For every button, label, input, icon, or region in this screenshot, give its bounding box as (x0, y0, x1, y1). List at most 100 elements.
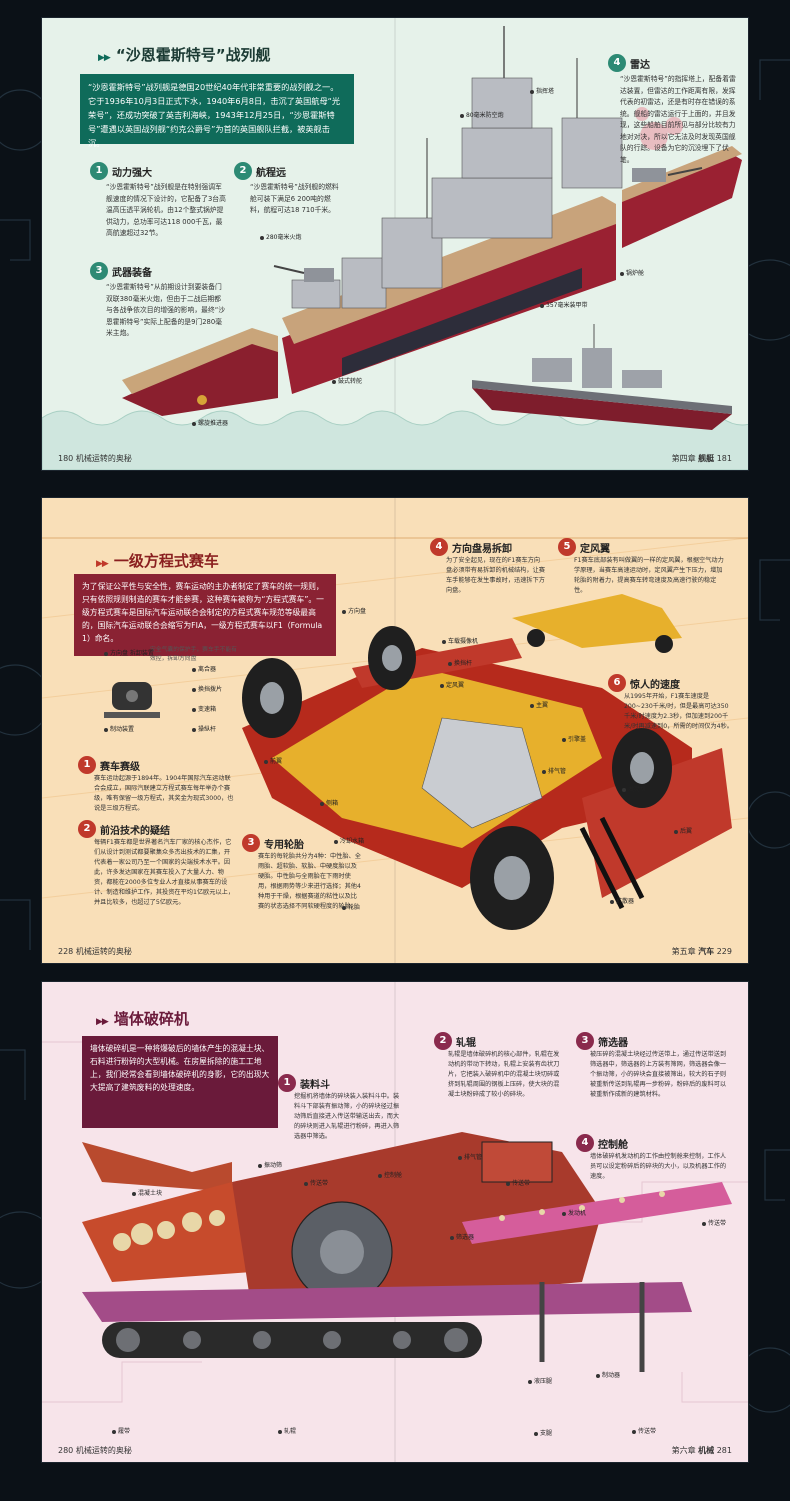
page-title: ▶▶一级方程式赛车 (96, 552, 219, 570)
callout-label: 排气管 (458, 1152, 482, 1161)
callout-label: 发动机 (622, 784, 646, 793)
callout-label: 换挡杆 (448, 658, 472, 667)
callout-label: 鼓式转舵 (332, 376, 362, 385)
callout-label: 方向盘 拆卸装置 (104, 648, 154, 657)
section-number-3: 3 (576, 1032, 594, 1050)
section-number-3: 3 (242, 834, 260, 852)
section-title-1: 赛车赛级 (100, 762, 140, 773)
section-title-4: 雷达 (630, 60, 650, 71)
section-title-3: 筛选器 (598, 1038, 628, 1049)
section-text-3: “沙恩霍斯特号”从前期设计到要装备门双联380毫米火炮，但由于二战后期都与各战争… (106, 283, 226, 337)
section-text-4: 为了安全起见，现在的F1赛车方向盘必须带有易拆卸的机械结构，让赛车手能够在发生事… (446, 557, 545, 594)
section-number-2: 2 (234, 162, 252, 180)
section-number-5: 5 (558, 538, 576, 556)
section-text-5: F1赛车底部装有叫做翼的一样的定风翼，根据空气动力学原理，当赛车高速运动时，定风… (574, 557, 724, 594)
callout-label: 主翼 (530, 700, 548, 709)
section-text-1: “沙恩霍斯特号”战列舰是在特别强调军舰速度的情况下设计的，它配备了3台高温高压透… (106, 183, 226, 237)
callout-label: 变速箱 (192, 704, 216, 713)
callout-label: 传送带 (304, 1178, 328, 1187)
callout-label: 换挡拨片 (192, 684, 222, 693)
wall-crusher-illustration (42, 1041, 748, 1403)
callout-label: 方向盘 (342, 606, 366, 615)
section-text-1: 挖掘机将墙体的碎块装入装料斗中。装料斗下部装有振动筛，小的碎块径过振动筛后直接进… (294, 1093, 400, 1140)
section-number-4: 4 (608, 54, 626, 72)
intro-text: 为了保证公平性与安全性，赛车运动的主办者制定了赛车的统一规则，只有依照规则制造的… (74, 574, 336, 656)
section-text-2: “沙恩霍斯特号”战列舰的燃料舱可装下满足6 200吨的燃料，航程可达18 710… (250, 183, 339, 214)
callout-label: 传送带 (632, 1426, 656, 1435)
section-title-3: 专用轮胎 (264, 840, 304, 851)
section-number-4: 4 (430, 538, 448, 556)
footer-right: 第六章 机械 281 (671, 1446, 732, 1455)
page-spread-battleship: ▶▶“沙恩霍斯特号”战列舰 “沙恩霍斯特号”战列舰是德国20世纪40年代非常重要… (42, 18, 748, 470)
section-text-1: 赛车运动起源于1894年。1904年国际汽车运动联合会成立，国际汽联建立方程式赛… (94, 775, 234, 812)
section-number-6: 6 (608, 674, 626, 692)
callout-label: 后翼 (674, 826, 692, 835)
callout-label: 80毫米防空炮 (460, 110, 504, 119)
callout-label: 车载摄像机 (442, 636, 478, 645)
callout-label: 轮胎 (342, 902, 360, 911)
callout-label: 控制舱 (378, 1170, 402, 1179)
section-title-5: 定风翼 (580, 544, 610, 555)
section-text-4: “沙恩霍斯特号”的指挥塔上，配备着雷达装置，但雷达的工作距离有限，发挥代表的初雷… (620, 75, 736, 164)
callout-label: 传送带 (506, 1178, 530, 1187)
section-number-1: 1 (90, 162, 108, 180)
callout-label: 前翼 (264, 756, 282, 765)
page-spread-wall-crusher: ▶▶墙体破碎机 墙体破碎机是一种将爆破后的墙体产生的混凝土块、石料进行粉碎的大型… (42, 982, 748, 1462)
section-title-2: 前沿技术的疑结 (100, 826, 170, 837)
footer-left: 180 机械运转的奥秘 (58, 454, 132, 463)
section-title-4: 方向盘易拆卸 (452, 544, 512, 555)
intro-text: 墙体破碎机是一种将爆破后的墙体产生的混凝土块、石料进行粉碎的大型机械。在房屋拆除… (82, 1036, 278, 1128)
callout-label: 制动装置 (104, 724, 134, 733)
callout-label: 传送带 (702, 1218, 726, 1227)
page-spread-f1-car: ▶▶一级方程式赛车 为了保证公平性与安全性，赛车运动的主办者制定了赛车的统一规则… (42, 498, 748, 963)
callout-label: 混凝土块 (132, 1188, 162, 1197)
callout-label: 冷却水箱 (334, 836, 364, 845)
intro-text: “沙恩霍斯特号”战列舰是德国20世纪40年代非常重要的战列舰之一。它于1936年… (80, 74, 354, 148)
section-text-2: 轧辊是墙体破碎机的核心部件，轧辊在发动机的带动下转动，轧辊上安装有齿状刀片，它把… (448, 1051, 560, 1098)
footer-right: 第四章 舰艇 181 (671, 454, 732, 463)
callout-label: 液压腿 (528, 1376, 552, 1385)
section-number-1: 1 (78, 756, 96, 774)
callout-label: 扩散器 (610, 896, 634, 905)
section-number-4: 4 (576, 1134, 594, 1152)
section-text-6: 从1995年开始，F1赛车速度是200~230千米/时，但是最高可达350千米/… (624, 693, 733, 730)
section-title-4: 控制舱 (598, 1140, 628, 1151)
callout-label: 指挥塔 (530, 86, 554, 95)
section-title-2: 航程远 (256, 168, 286, 179)
section-number-1: 1 (278, 1074, 296, 1092)
callout-label: 制动器 (596, 1370, 620, 1379)
callout-label: 280毫米火炮 (260, 232, 301, 241)
callout-label: 发动机 (562, 1208, 586, 1217)
callout-label: 侧箱 (320, 798, 338, 807)
callout-label: 定风翼 (440, 680, 464, 689)
section-title-1: 装料斗 (300, 1080, 330, 1091)
callout-label: 轧辊 (278, 1426, 296, 1435)
callout-label: 支腿 (534, 1428, 552, 1437)
callout-label: 排气管 (542, 766, 566, 775)
section-title-3: 武器装备 (112, 268, 152, 279)
section-text-4: 墙体破碎机发动机的工作由控制舱来控制，工作人员可以设定粉碎后的碎块的大小，以及机… (590, 1153, 727, 1180)
section-number-2: 2 (434, 1032, 452, 1050)
callout-label: 振动筛 (258, 1160, 282, 1169)
footer-left: 280 机械运转的奥秘 (58, 1446, 132, 1455)
page-title: ▶▶“沙恩霍斯特号”战列舰 (98, 46, 271, 64)
callout-label: 引擎盖 (562, 734, 586, 743)
callout-label: 锅炉舱 (620, 268, 644, 277)
callout-label: 操纵杆 (192, 724, 216, 733)
callout-label: 履带 (112, 1426, 130, 1435)
f1-car-illustration (42, 537, 748, 930)
section-number-3: 3 (90, 262, 108, 280)
callout-label: 357毫米装甲带 (540, 300, 587, 309)
callout-label: 筛选器 (450, 1232, 474, 1241)
section-number-2: 2 (78, 820, 96, 838)
callout-label: 螺旋推进器 (192, 418, 228, 427)
footer-right: 第五章 汽车 229 (671, 947, 732, 956)
annotation-note: 安全气囊的保护手，赛车手不能有效控，拆卸方向盘 (150, 647, 237, 662)
section-title-1: 动力强大 (112, 168, 152, 179)
section-title-6: 惊人的速度 (630, 680, 680, 691)
page-title: ▶▶墙体破碎机 (96, 1010, 189, 1028)
callout-label: 离合器 (192, 664, 216, 673)
section-text-3: 被压碎的混凝土块经过传送带上，通过传送带送到筛选器中，筛选器的上方装有筛网，筛选… (590, 1051, 727, 1098)
footer-left: 228 机械运转的奥秘 (58, 947, 132, 956)
section-text-3: 赛车的每轮胎共分为4种：中性胎、全雨胎、超软胎、软胎、中硬度胎以及硬胎。中性胎与… (258, 853, 361, 910)
